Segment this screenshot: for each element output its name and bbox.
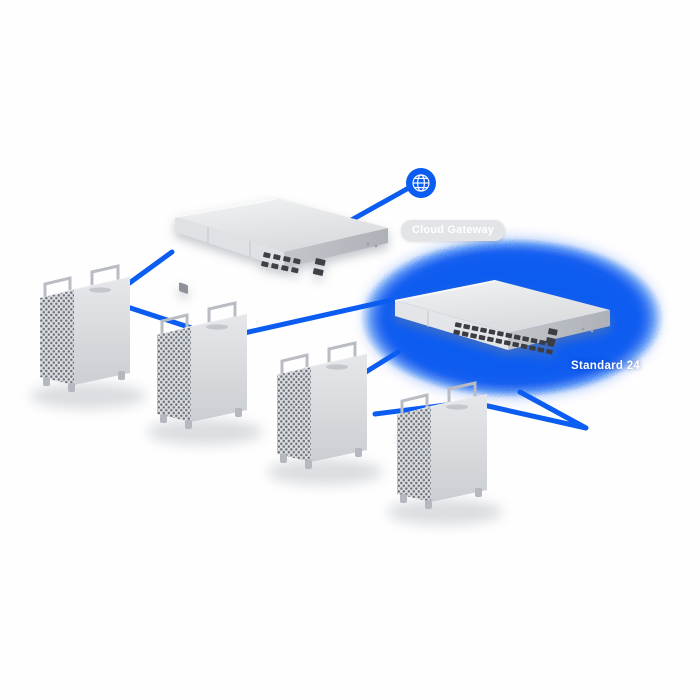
switch-ports <box>453 322 555 355</box>
gateway-sfp-ports <box>312 258 326 276</box>
tower-handles <box>160 301 237 339</box>
device-standard-24[interactable] <box>395 280 610 441</box>
tower-handles <box>43 264 120 302</box>
label-cloud-gateway: Cloud Gateway <box>401 220 506 241</box>
device-tower-3[interactable] <box>267 341 383 485</box>
gateway-ports <box>261 252 301 274</box>
device-tower-2[interactable] <box>147 301 263 445</box>
tower-feet <box>280 448 362 469</box>
tower-feet <box>400 488 482 509</box>
label-standard-24: Standard 24 <box>571 360 641 372</box>
cable-tower2-to-switch <box>219 297 395 341</box>
tower-handles <box>280 341 357 379</box>
tower-handles <box>400 381 477 419</box>
tower-feet <box>43 371 125 392</box>
tower-feet <box>160 408 242 429</box>
globe-icon[interactable] <box>406 168 436 198</box>
device-cloud-gateway[interactable] <box>175 198 388 294</box>
cable-tower4-to-switch <box>372 389 589 431</box>
device-tower-4[interactable] <box>387 381 503 525</box>
device-tower-1[interactable] <box>30 264 146 409</box>
switch-sfp-ports <box>545 328 558 345</box>
